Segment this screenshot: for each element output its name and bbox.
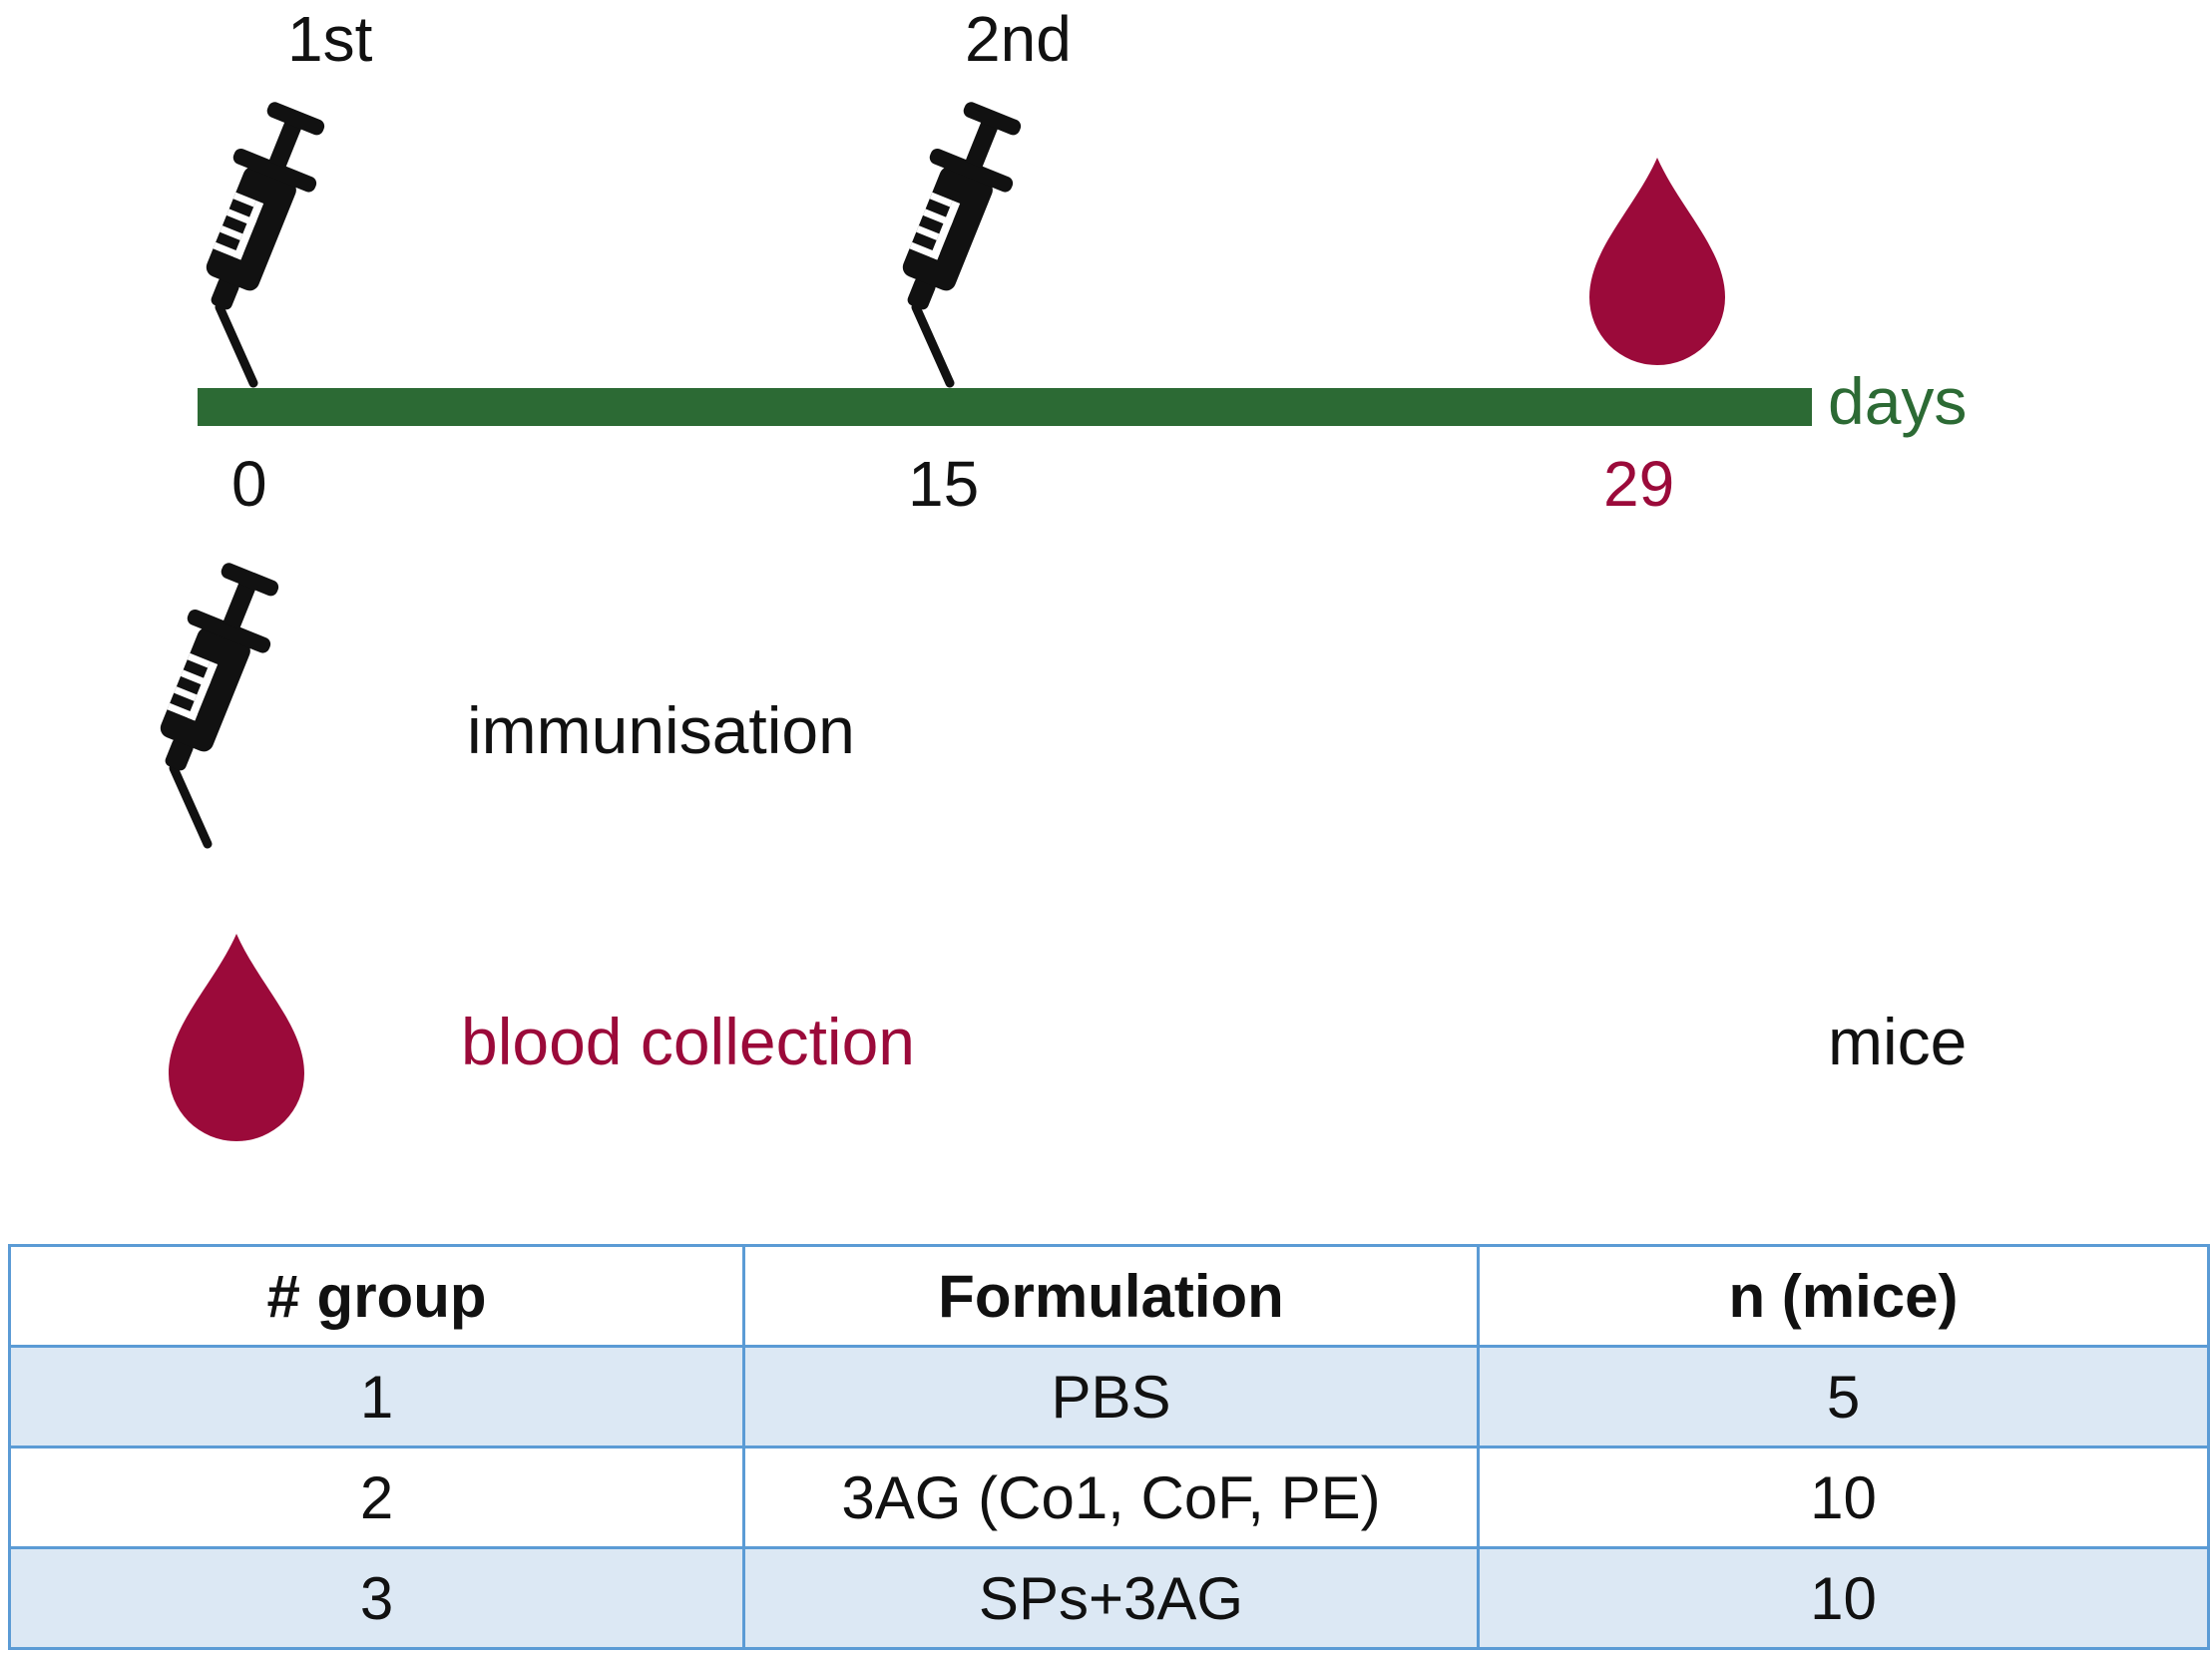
cell-formulation: 3AG (Co1, CoF, PE) [742, 1446, 1480, 1549]
cell-n-mice: 10 [1477, 1546, 2210, 1650]
cell-n-mice: 5 [1477, 1345, 2210, 1448]
first-dose-label: 1st [287, 3, 373, 75]
timeline-bar [198, 388, 1812, 426]
header-group: # group [8, 1244, 745, 1348]
cell-group: 2 [8, 1446, 745, 1549]
table-row: 3 SPs+3AG 10 [8, 1546, 2210, 1650]
header-formulation: Formulation [742, 1244, 1480, 1348]
day-0-label: 0 [231, 448, 267, 520]
cell-group: 3 [8, 1546, 745, 1650]
header-n-mice: n (mice) [1477, 1244, 2210, 1348]
table-row: 1 PBS 5 [8, 1345, 2210, 1448]
table-header-row: # group Formulation n (mice) [8, 1244, 2210, 1348]
cell-n-mice: 10 [1477, 1446, 2210, 1549]
legend-blood-collection-label: blood collection [461, 1005, 915, 1078]
group-table: # group Formulation n (mice) 1 PBS 5 2 3… [8, 1244, 2210, 1650]
cell-group: 1 [8, 1345, 745, 1448]
table-row: 2 3AG (Co1, CoF, PE) 10 [8, 1446, 2210, 1549]
day-15-label: 15 [908, 448, 980, 520]
cell-formulation: SPs+3AG [742, 1546, 1480, 1650]
mice-label: mice [1828, 1005, 1968, 1078]
legend-immunisation-label: immunisation [467, 693, 855, 767]
cell-formulation: PBS [742, 1345, 1480, 1448]
timeline-unit-label: days [1828, 364, 1968, 438]
second-dose-label: 2nd [965, 3, 1072, 75]
day-29-label: 29 [1603, 448, 1675, 520]
